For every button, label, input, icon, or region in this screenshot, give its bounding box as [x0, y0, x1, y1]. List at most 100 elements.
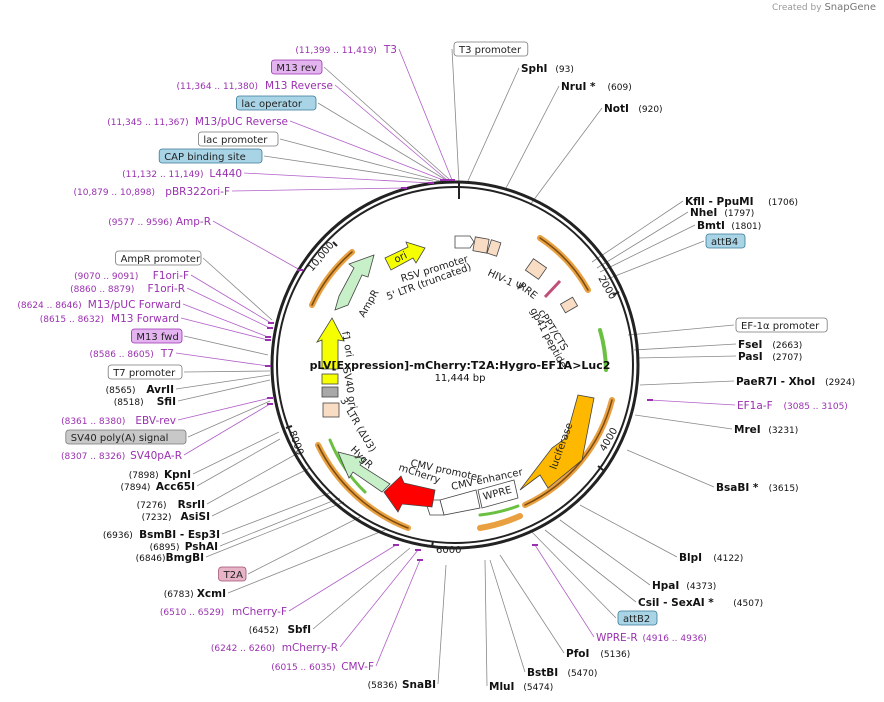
site-label-bsabi[interactable]: BsaBI *(3615) [716, 482, 799, 494]
site-label-csii-sexai[interactable]: CsiI - SexAI *(4507) [638, 597, 763, 609]
feature-wpre[interactable] [477, 479, 519, 509]
site-label-blpi[interactable]: BlpI(4122) [679, 552, 743, 564]
leader-line [627, 324, 735, 336]
site-label-lac-promoter[interactable]: lac promoter [197, 131, 279, 147]
site-label-paer7i-xhoi[interactable]: PaeR7I - XhoI(2924) [736, 376, 855, 388]
feature-hygr[interactable] [337, 451, 391, 493]
feature-cppt[interactable] [559, 296, 579, 314]
site-label-t7-promoter[interactable]: T7 promoter [107, 364, 183, 380]
site-label-f1ori-r[interactable]: (8860 .. 8879)F1ori-R [70, 283, 273, 329]
site-label-hpai[interactable]: HpaI(4373) [652, 580, 716, 592]
site-label-noti[interactable]: NotI(920) [604, 103, 663, 115]
site-label-mlui[interactable]: MluI(5474) [489, 681, 553, 693]
feature-arcs [309, 235, 615, 531]
site-label-bstbi[interactable]: BstBI(5470) [527, 667, 597, 679]
site-label-rsrii[interactable]: (7276)RsrII [137, 499, 205, 511]
label-name: PshAI [185, 541, 218, 553]
site-label-attb2[interactable]: attB2 [617, 610, 658, 626]
site-label-nhei[interactable]: NheI(1797) [690, 207, 754, 219]
feature-f1-ori[interactable] [316, 317, 345, 370]
feature-luciferase[interactable] [519, 394, 595, 491]
site-label-snabi[interactable]: (5836)SnaBI [368, 679, 436, 691]
label-name: HpaI [652, 580, 679, 592]
label-name: PaeR7I - XhoI [736, 376, 815, 388]
label-name: KflI - PpuMI [685, 196, 754, 208]
label-position: (8361 .. 8380) [61, 417, 125, 427]
site-label-m13-fwd[interactable]: M13 fwd [130, 328, 183, 344]
site-label-amp-r[interactable]: (9577 .. 9596)Amp-R [108, 216, 303, 271]
site-label-ampr-promoter[interactable]: AmpR promoter [115, 250, 202, 266]
site-label-xcmi[interactable]: (6783)XcmI [164, 588, 226, 600]
site-label-t2a[interactable]: T2A [218, 566, 247, 582]
site-label-pfoi[interactable]: PfoI (5136) [566, 648, 630, 660]
site-label-sv40-poly-a-signal[interactable]: SV40 poly(A) signal [65, 429, 187, 445]
feature-rsv-promoter[interactable] [454, 235, 475, 249]
site-label-t7[interactable]: (8586 .. 8605)T7 [90, 348, 271, 367]
site-label-bmti[interactable]: BmtI(1801) [697, 220, 761, 232]
feature-sv40-ori[interactable] [321, 373, 339, 385]
site-label-fsei[interactable]: FseI(2663) [738, 339, 802, 351]
site-label-asisi[interactable]: (7232)AsiSI [142, 511, 210, 523]
site-label-attb4[interactable]: attB4 [705, 233, 746, 249]
site-label-ef-1-promoter[interactable]: EF-1α promoter [735, 317, 828, 333]
site-label-pshai[interactable]: (6895)PshAI [150, 541, 218, 553]
site-label-sphi[interactable]: SphI(93) [521, 63, 574, 75]
site-label-pbr322ori-f[interactable]: (10,879 .. 10,898)pBR322ori-F [74, 186, 407, 198]
leader-line [375, 559, 421, 667]
feature-sv40-gray [321, 386, 339, 398]
feature-rre-box[interactable] [486, 239, 502, 257]
site-label-bsmbi-esp3i[interactable]: (6936)BsmBI - Esp3I [103, 529, 220, 541]
site-label-m13-puc-reverse[interactable]: (11,345 .. 11,367)M13/pUC Reverse [107, 116, 446, 181]
site-label-kfli-ppumi[interactable]: KflI - PpuMI (1706) [685, 196, 798, 208]
feature-ampr[interactable] [334, 254, 375, 311]
leader-line [544, 529, 637, 603]
site-label-pasi[interactable]: PasI(2707) [738, 351, 802, 363]
site-label-mcherry-r[interactable]: (6242 .. 6260)mCherry-R [211, 549, 421, 654]
site-label-t3-promoter[interactable]: T3 promoter [453, 41, 529, 57]
leader-line [398, 48, 453, 181]
site-label-sbfi[interactable]: (6452)SbfI [249, 624, 311, 636]
site-label-kpni[interactable]: (7898)KpnI [129, 469, 191, 481]
site-label-ebv-rev[interactable]: (8361 .. 8380)EBV-rev [61, 397, 273, 427]
label-position: (1706) [768, 198, 798, 208]
feature-hiv-psi[interactable] [472, 236, 490, 254]
label-name: PfoI [566, 648, 589, 660]
site-label-avrii[interactable]: (8565)AvrII [106, 384, 174, 396]
feature-rre[interactable] [524, 258, 548, 280]
feature-cmv-enhancer[interactable] [439, 489, 481, 516]
site-label-ef1a-f[interactable]: EF1a-F(3085 .. 3105) [647, 399, 848, 412]
site-label-m13-puc-forward[interactable]: (8624 .. 8646)M13/pUC Forward [17, 299, 271, 338]
site-label-bmgbi[interactable]: (6846)BmgBI [136, 552, 204, 564]
label-position: (5136) [600, 650, 630, 660]
label-box [218, 566, 247, 582]
feature-ori[interactable] [384, 241, 426, 271]
site-label-cmv-f[interactable]: (6015 .. 6035)CMV-F [271, 559, 423, 673]
label-position: (920) [638, 105, 662, 115]
label-name: BmtI [697, 220, 725, 232]
feature-mcherry[interactable] [383, 475, 436, 513]
feature-3ltr[interactable] [322, 402, 340, 418]
label-name: PasI [738, 351, 763, 363]
site-label-l4440[interactable]: (11,132 .. 11,149)L4440 [122, 168, 434, 184]
leader-line [227, 529, 386, 594]
label-name: CsiI - SexAI * [638, 597, 714, 609]
site-label-f1ori-f[interactable]: (9070 .. 9091)F1ori-F [74, 270, 274, 324]
label-name: EF-1α promoter [741, 321, 820, 332]
site-label-cap-binding-site[interactable]: CAP binding site [158, 148, 263, 164]
label-name: M13/pUC Reverse [195, 116, 288, 128]
site-label-sv40pa-r[interactable]: (8307 .. 8326)SV40pA-R [61, 403, 273, 462]
site-label-mrei[interactable]: MreI(3231) [734, 424, 798, 436]
site-label-wpre-r[interactable]: WPRE-R(4916 .. 4936) [532, 544, 707, 644]
label-name: XcmI [197, 588, 226, 600]
site-label-m13-rev[interactable]: M13 rev [270, 59, 323, 75]
label-box [115, 250, 202, 266]
site-label-acc65i[interactable]: (7894)Acc65I [121, 481, 195, 493]
site-label-nrui[interactable]: NruI *(609) [561, 81, 632, 93]
site-label-mcherry-f[interactable]: (6510 .. 6529)mCherry-F [160, 544, 399, 618]
label-name: MreI [734, 424, 761, 436]
label-name: BsaBI * [716, 482, 759, 494]
site-label-m13-forward[interactable]: (8615 .. 8632)M13 Forward [40, 313, 271, 341]
site-label-sfii[interactable]: (8518)SfiI [114, 396, 176, 408]
label-name: Acc65I [156, 481, 195, 493]
site-label-lac-operator[interactable]: lac operator [235, 95, 317, 111]
